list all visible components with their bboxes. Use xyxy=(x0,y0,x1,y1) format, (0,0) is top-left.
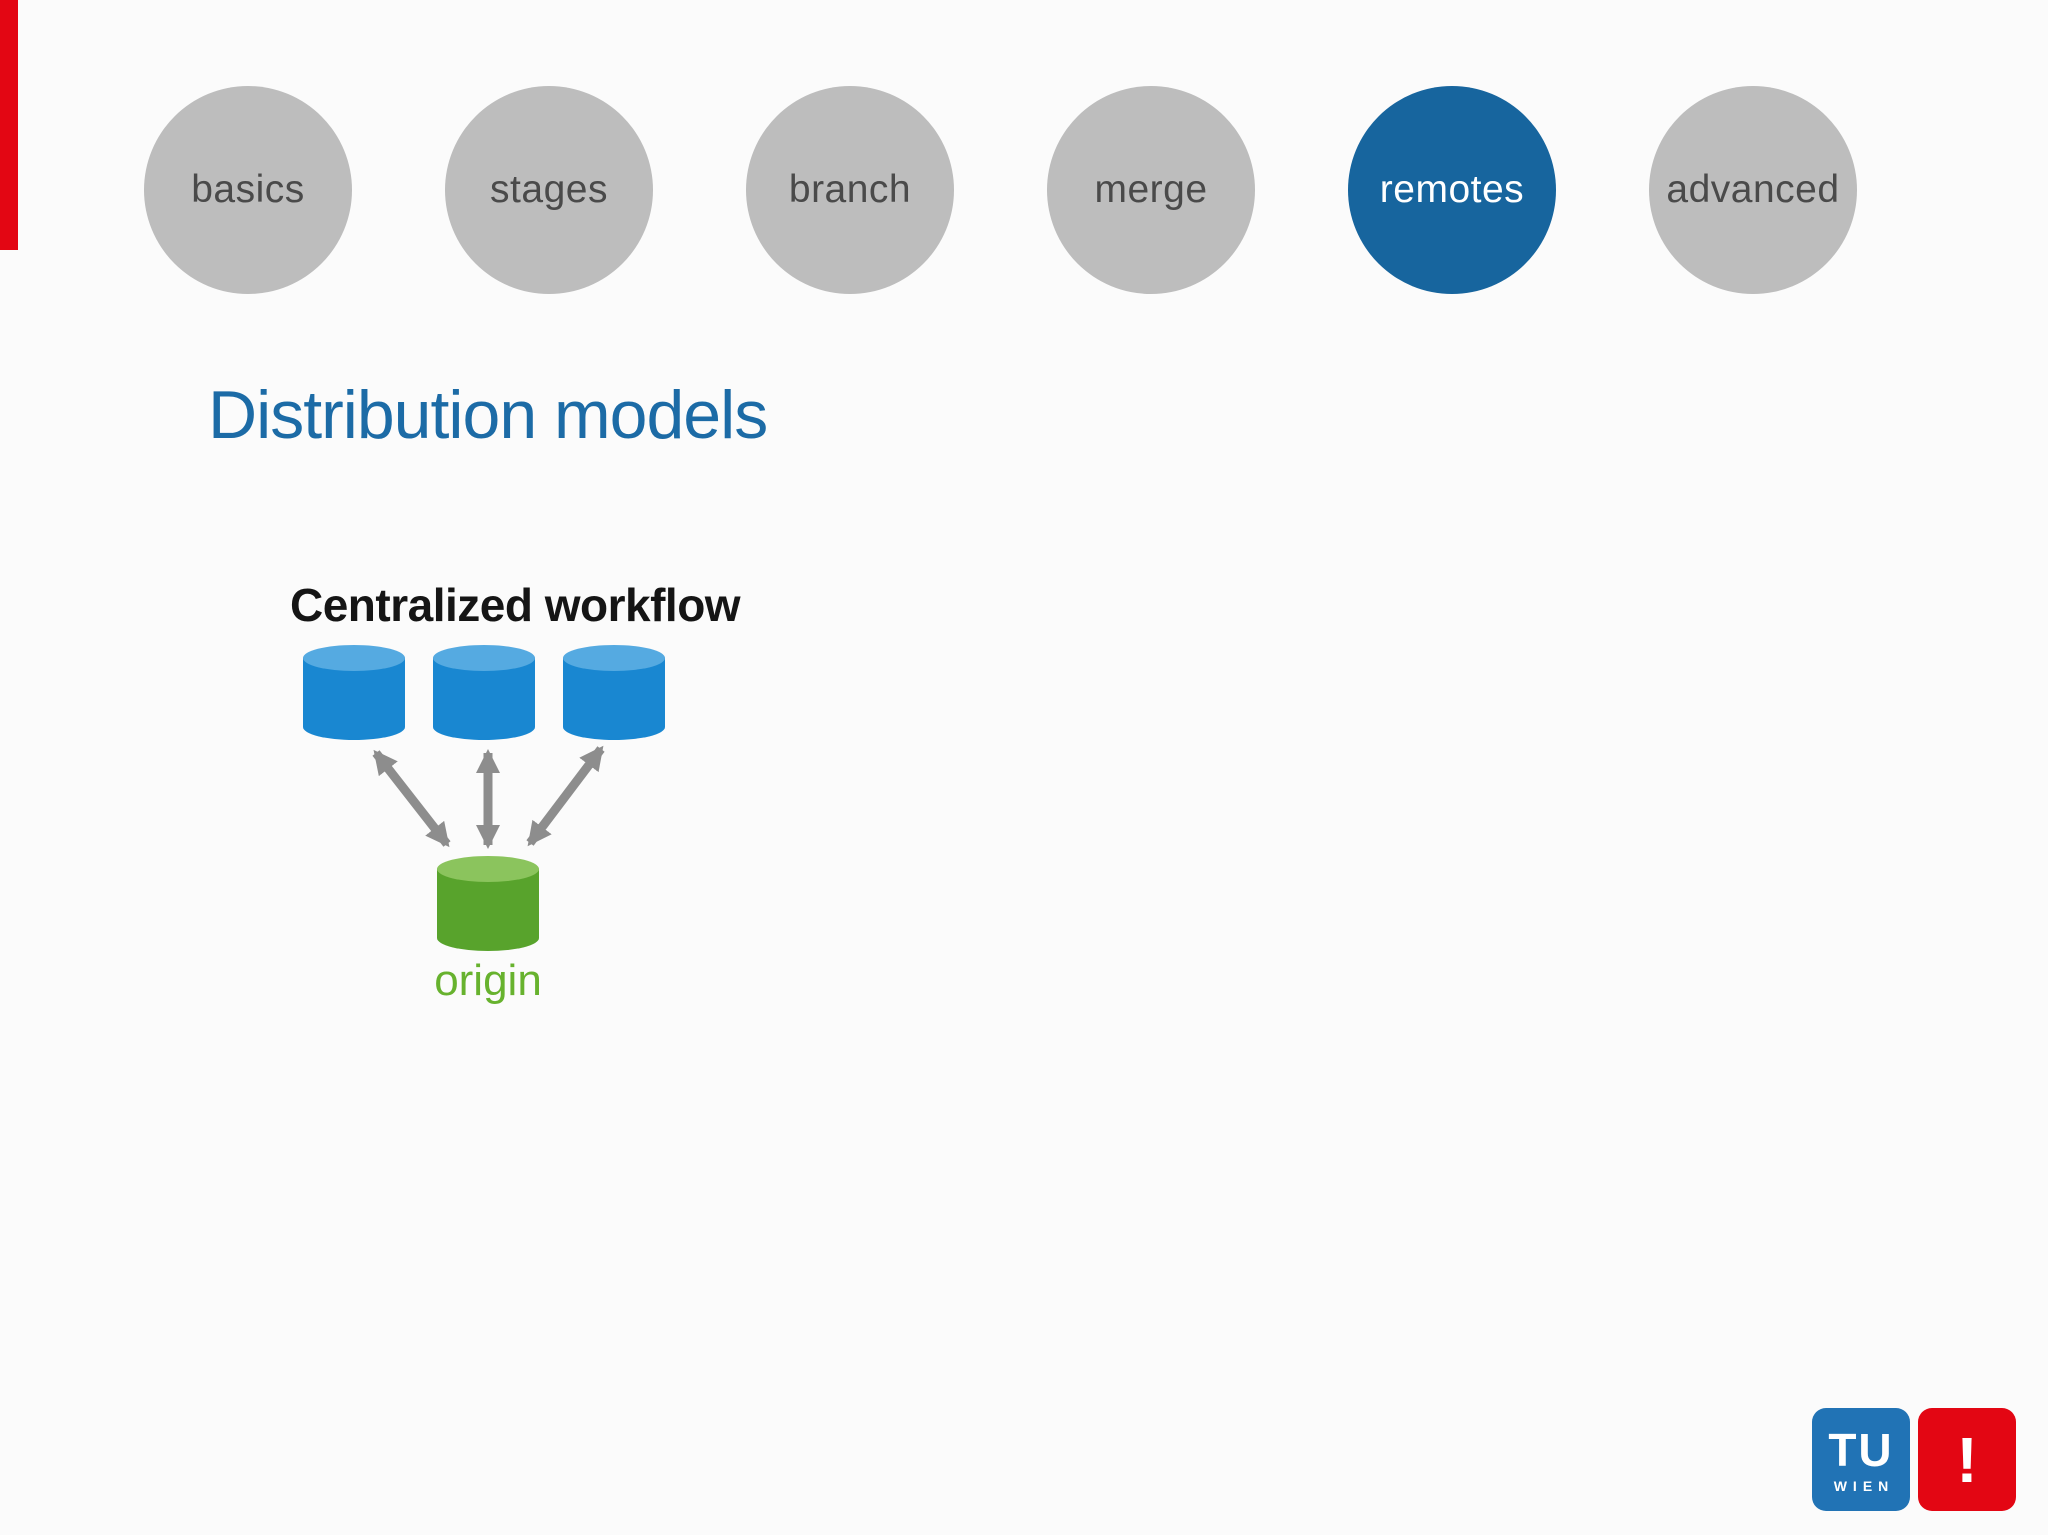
client-repo-cylinder xyxy=(563,645,665,740)
nav-item-merge[interactable]: merge xyxy=(1047,86,1255,294)
nav-item-label: stages xyxy=(490,168,608,211)
cylinder-top xyxy=(303,645,405,671)
cylinder-side xyxy=(303,658,405,740)
nav-item-stages[interactable]: stages xyxy=(445,86,653,294)
cylinder-top xyxy=(437,856,539,882)
origin-label: origin xyxy=(434,956,542,1005)
sync-arrows xyxy=(372,745,605,849)
tu-logo-text: TU xyxy=(1828,1423,1894,1476)
nav-item-branch[interactable]: branch xyxy=(746,86,954,294)
sync-arrow xyxy=(526,745,605,847)
nav-item-label: remotes xyxy=(1379,168,1525,211)
page-title: Distribution models xyxy=(208,377,768,453)
cylinder-side xyxy=(437,869,539,951)
nav-item-label: merge xyxy=(1094,168,1208,211)
red-accent-stripe xyxy=(0,0,18,250)
client-repo-cylinder xyxy=(303,645,405,740)
wien-logo-text: WIEN xyxy=(1833,1477,1895,1494)
tu-wien-logo-blue-box: TU WIEN xyxy=(1812,1408,1910,1511)
sync-arrow xyxy=(372,749,451,848)
tu-wien-logo: TU WIEN ! xyxy=(1812,1408,2016,1511)
nav-item-label: advanced xyxy=(1666,168,1840,211)
cylinder-side xyxy=(433,658,535,740)
tu-wien-logo-exclamation-box: ! xyxy=(1918,1408,2016,1511)
nav-item-label: branch xyxy=(788,168,912,211)
cylinder-top xyxy=(563,645,665,671)
nav-item-remotes-active[interactable]: remotes xyxy=(1348,86,1556,294)
exclamation-text: ! xyxy=(1956,1423,1978,1496)
cylinder-side xyxy=(563,658,665,740)
nav-item-advanced[interactable]: advanced xyxy=(1649,86,1857,294)
client-repo-cylinder xyxy=(433,645,535,740)
cylinder-top xyxy=(433,645,535,671)
diagram-heading: Centralized workflow xyxy=(290,579,741,631)
section-nav: basics stages branch merge remotes advan… xyxy=(144,86,1857,294)
origin-repo-cylinder xyxy=(437,856,539,951)
nav-item-basics[interactable]: basics xyxy=(144,86,352,294)
nav-item-label: basics xyxy=(191,168,305,211)
